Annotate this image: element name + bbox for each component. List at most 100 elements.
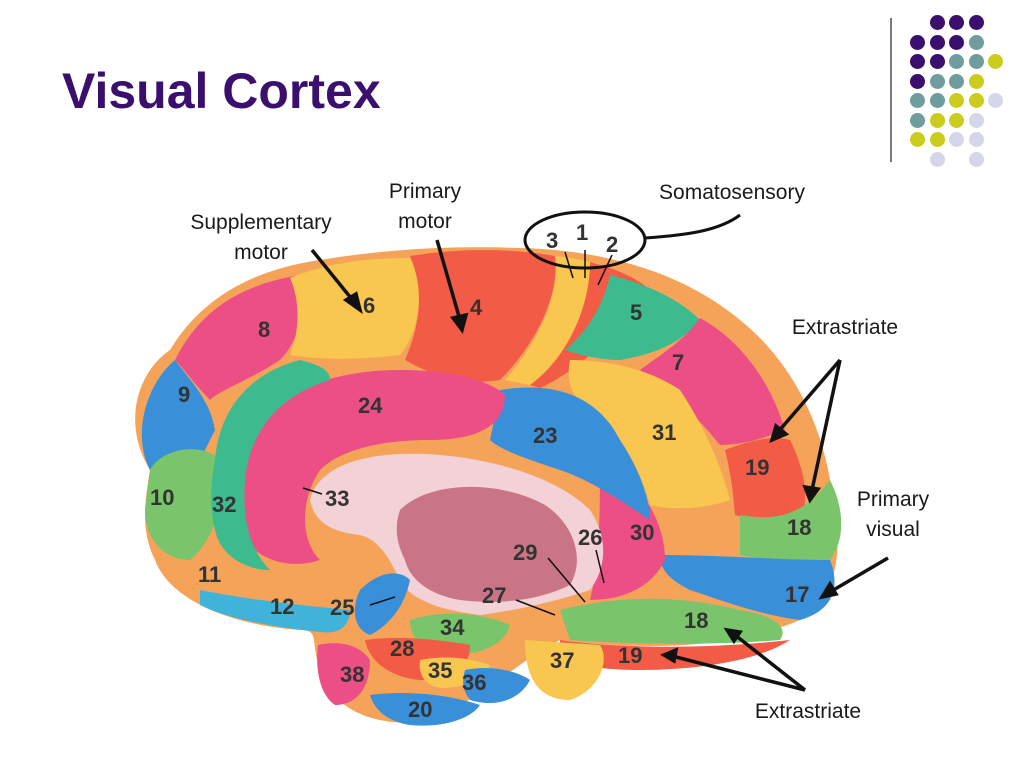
decorative-dot [929,132,945,147]
decorative-dot [968,73,984,89]
area-label: 25 [330,595,354,620]
somatosensory-connector [644,213,741,240]
area-31-region [568,360,730,509]
area-label: 23 [533,423,557,448]
decorative-dot [910,34,925,50]
area-label: 27 [482,583,506,608]
decorative-dot [968,151,984,167]
area-label: 29 [513,540,537,565]
decorative-dot [949,93,964,108]
decorative-dot [929,151,945,167]
primary-motor-label: Primary motor [388,180,462,233]
decorative-dot [968,132,984,147]
area-24-region [238,370,505,564]
area-label: 12 [270,594,294,619]
area-12-region [200,590,350,633]
area-38-region [317,643,370,705]
decorative-dot [949,73,964,89]
decorative-dot [968,15,984,30]
primary-visual-label: Primary visual [856,488,930,541]
area-label: 36 [462,670,486,695]
decorative-dot [929,112,945,128]
decorative-dot [910,132,925,147]
area-23-region [490,387,650,520]
decorative-dot [929,15,945,30]
area-label: 32 [212,492,236,517]
area-label: 3 [546,228,558,253]
area-label: 28 [390,636,414,661]
decorative-dot [949,132,964,147]
pointer-lines [302,250,613,616]
area-30-region [590,460,665,600]
area-label: 2 [606,232,618,257]
area-5-region [565,275,700,360]
decorative-dot [910,54,925,69]
decorative-dot [949,54,964,69]
area-label: 17 [785,582,809,607]
decorative-dot [949,112,964,128]
decorative-dot [949,34,964,50]
area-label: 18 [684,608,708,633]
area-8-region [175,275,304,400]
area-label: 34 [440,615,465,640]
area-label: 31 [652,420,676,445]
area-label: 5 [630,300,642,325]
slide-title: Visual Cortex [62,63,381,119]
area-label: 30 [630,520,654,545]
area-17-region [660,555,835,620]
area-label: 33 [325,486,349,511]
area-18-top-region [740,480,842,563]
decorative-dot [988,54,1003,69]
decorative-dot [910,73,925,89]
decorative-dot [929,73,945,89]
decorative-dot [968,34,984,50]
decorative-dot [929,93,945,108]
decorative-dot [949,15,964,30]
area-6-region [290,258,419,359]
area-7-region [640,318,785,445]
extrastriate-bottom-label: Extrastriate [754,700,862,723]
thalamus [396,486,577,602]
supplementary-motor-label: Supplementary motor [190,211,332,264]
somatosensory-label: Somatosensory [659,181,805,204]
extrastriate-top-label: Extrastriate [791,316,899,339]
area-label: 19 [745,455,769,480]
area-20-region [370,693,480,726]
area-1-3-region [505,256,610,385]
area-label: 37 [550,648,574,673]
annotation-arrows [310,239,889,692]
area-label: 18 [787,515,811,540]
decorative-dot [929,34,945,50]
area-label: 1 [576,220,588,245]
area-label: 24 [358,393,383,418]
area-number-labels: 1 2 3 4 5 6 7 8 9 10 11 12 17 18 18 19 1… [150,220,811,722]
decorative-dot [910,112,925,128]
decorative-dot [968,112,984,128]
area-36-region [463,668,530,704]
area-label: 38 [340,662,364,687]
area-25-region [354,573,410,635]
decorative-dot [968,54,984,69]
area-label: 9 [178,382,190,407]
area-label: 20 [408,697,432,722]
area-label: 35 [428,658,452,683]
area-label: 26 [578,525,602,550]
decorative-dot [929,54,945,69]
area-label: 10 [150,485,174,510]
area-10-region [145,449,222,560]
decorative-dot [910,93,925,108]
area-32-region [211,360,330,570]
decorative-dot [988,93,1003,108]
area-label: 6 [363,293,375,318]
area-19-top-region [725,438,806,523]
area-label: 7 [672,350,684,375]
area-label: 11 [198,562,221,587]
area-4-region [405,250,556,382]
area-label: 4 [470,295,483,320]
area-label: 8 [258,317,270,342]
area-37-region [525,640,604,700]
area-label: 19 [618,643,642,668]
decorative-dot [968,93,984,108]
area-9-region [141,360,215,470]
